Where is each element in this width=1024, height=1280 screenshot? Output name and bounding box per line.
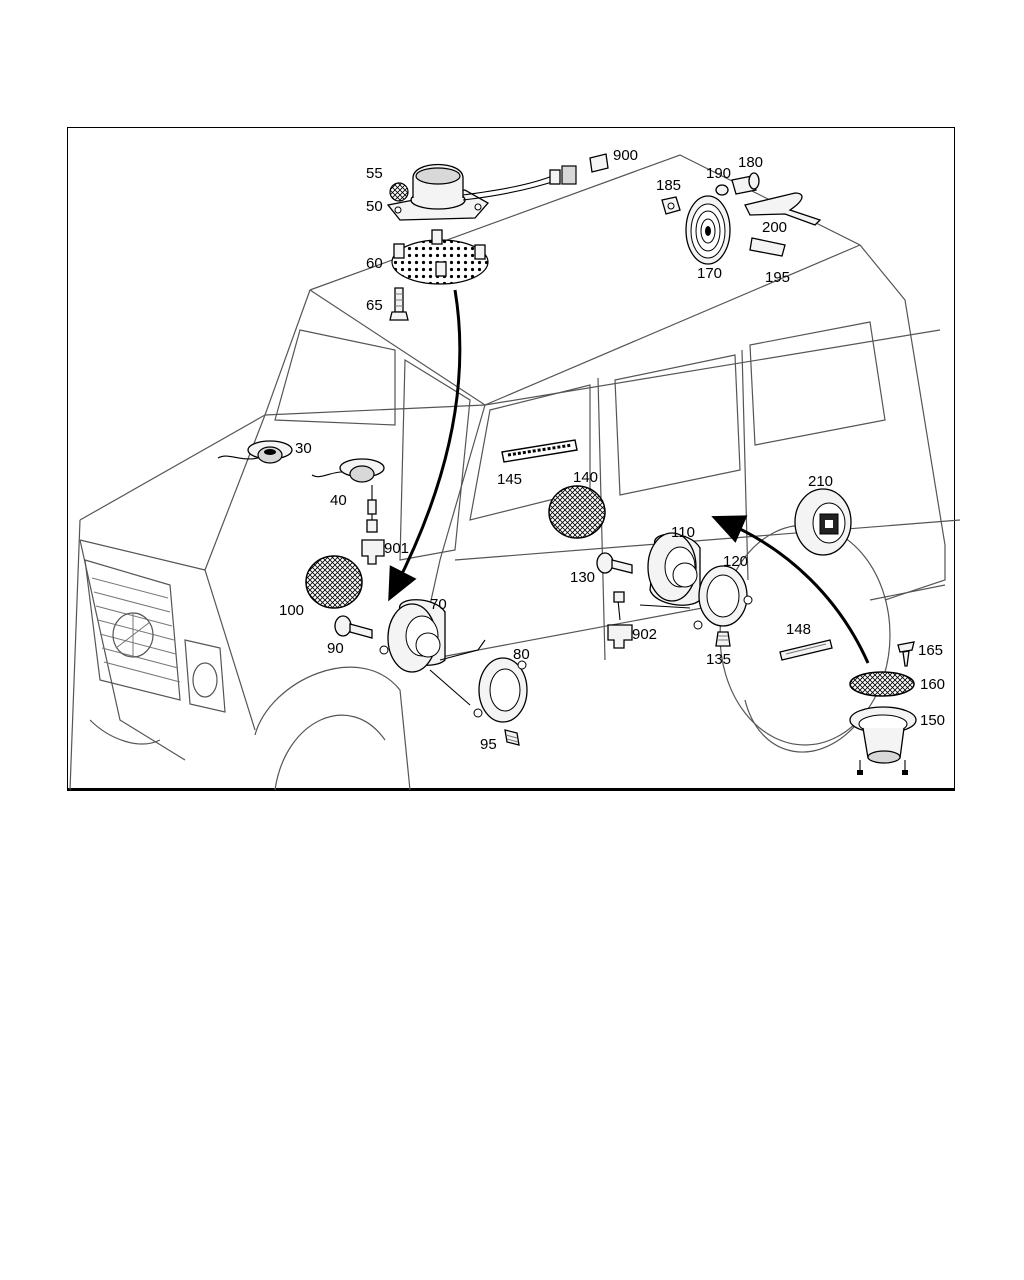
part-label-170: 170 [697, 265, 722, 282]
part-label-200: 200 [762, 219, 787, 236]
part-label-70: 70 [430, 596, 447, 613]
subwoofer-parts [849, 641, 917, 775]
roof-speaker-assembly [386, 153, 609, 321]
part-label-145: 145 [497, 471, 522, 488]
part-label-80: 80 [513, 646, 530, 663]
part-label-150: 150 [920, 712, 945, 729]
part-label-900: 900 [613, 147, 638, 164]
rear-roof-speaker-parts [661, 172, 822, 265]
rear-door-speaker-parts [596, 532, 753, 649]
part-label-160: 160 [920, 676, 945, 693]
front-door-speaker-parts [305, 555, 528, 746]
part-label-100: 100 [279, 602, 304, 619]
part-label-165: 165 [918, 642, 943, 659]
part-label-902: 902 [632, 626, 657, 643]
part-label-50: 50 [366, 198, 383, 215]
part-label-60: 60 [366, 255, 383, 272]
part-label-195: 195 [765, 269, 790, 286]
part-label-110: 110 [671, 524, 695, 541]
part-label-90: 90 [327, 640, 344, 657]
part-label-135: 135 [706, 651, 731, 668]
arrow-subwoofer-to-door [711, 515, 870, 664]
part-label-190: 190 [706, 165, 731, 182]
part-label-130: 130 [570, 569, 595, 586]
part-labels: 55 50 60 65 900 190 180 185 200 170 195 … [279, 147, 945, 753]
part-label-185: 185 [656, 177, 681, 194]
part-label-30: 30 [295, 440, 312, 457]
front-tweeter-parts [217, 440, 385, 565]
part-label-40: 40 [330, 492, 347, 509]
part-label-95: 95 [480, 736, 497, 753]
arrow-roof-to-door [388, 289, 462, 602]
spare-wheel-bracket [779, 639, 833, 661]
part-label-55: 55 [366, 165, 383, 182]
part-label-210: 210 [808, 473, 833, 490]
part-label-148: 148 [786, 621, 811, 638]
side-badge-and-grille [501, 439, 606, 539]
part-label-120: 120 [723, 553, 748, 570]
part-label-65: 65 [366, 297, 383, 314]
part-label-901: 901 [384, 540, 409, 557]
part-label-140: 140 [573, 469, 598, 486]
part-label-180: 180 [738, 154, 763, 171]
spare-wheel-speaker [794, 488, 852, 556]
